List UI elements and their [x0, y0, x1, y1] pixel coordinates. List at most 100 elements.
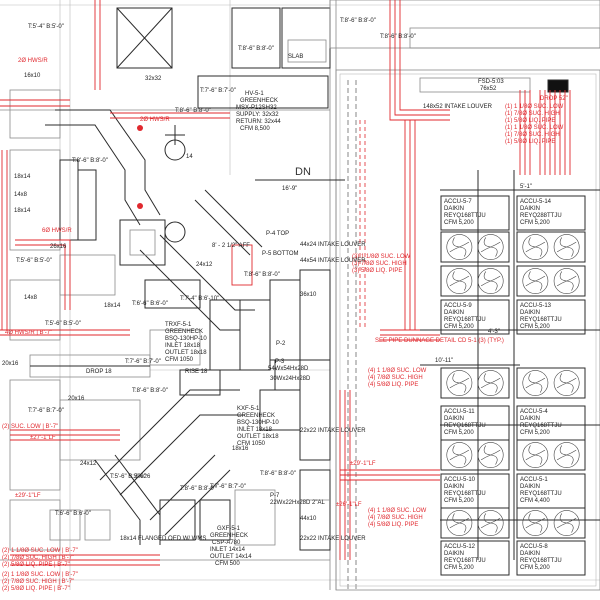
kxf-mfr: GREENHECK	[237, 413, 275, 419]
fan-blade	[556, 522, 567, 529]
fan-icon	[522, 268, 549, 294]
gxf-title: GXF-5-1	[217, 526, 241, 532]
duct-size: 20x16	[2, 361, 19, 367]
accu-unit-id: ACCU-5-7	[444, 199, 472, 205]
kxf-title: KXF-5-1	[237, 406, 260, 412]
accu-fan-housing	[440, 265, 510, 297]
fan-blade	[480, 382, 491, 389]
fan-blade	[525, 280, 536, 287]
suc-4-0: (4) 1 1/8Ø SUC. LOW	[368, 368, 427, 374]
fan-blade	[452, 237, 460, 248]
louver-a: 44x24 INTAKE LOUVER	[300, 242, 366, 248]
accu-fan-housing	[440, 367, 510, 399]
fan-blade	[459, 246, 467, 257]
accu-unit-id: ACCU-5-1	[520, 477, 548, 483]
fan-blade	[535, 382, 543, 393]
duct-tag: T:8'-6" B:8'-0"	[340, 18, 376, 24]
fan-blade	[525, 522, 536, 529]
fan-blade	[490, 522, 498, 533]
trxf-outlet: OUTLET 18x18	[165, 350, 207, 356]
pipe-riser-marker	[137, 125, 143, 131]
accu-unit-model: REYQ168TTJU	[520, 491, 562, 497]
fan-blade	[556, 280, 567, 287]
duct-tag: T:5'-6" B:5'-0"	[16, 258, 52, 264]
slab-label: SLAB	[288, 54, 303, 60]
fan-icon	[446, 268, 473, 294]
fan-blade	[459, 382, 467, 393]
accu-unit-cfm: CFM 5,200	[444, 324, 474, 330]
accu-unit-model: REYQ168TTJU	[444, 213, 486, 219]
suc-left-b2: (2) 5/8Ø LIQ. PIPE | B'-7"	[2, 562, 70, 568]
duct-tag: T:7'-6" B:7'-0"	[210, 484, 246, 490]
accu-fan-housing	[516, 367, 586, 399]
trxf-inlet: INLET 18x18	[165, 343, 201, 349]
fan-blade	[535, 275, 546, 282]
fan-icon	[446, 234, 473, 260]
fan-blade	[449, 280, 460, 287]
duct-size: 24x12	[196, 262, 213, 268]
fan-blade	[556, 246, 567, 253]
accu-unit-brand: DAIKIN	[444, 416, 464, 422]
fan-icon	[446, 370, 473, 396]
fan-blade	[449, 382, 460, 389]
fan-blade	[566, 275, 577, 282]
accu-unit-cfm: CFM 5,200	[520, 220, 550, 226]
accu-unit-model: REYQ168TTJU	[444, 423, 486, 429]
fan-blade	[566, 246, 574, 257]
fan-blade	[566, 517, 577, 524]
suc-1-0: (1) 1 1/8Ø SUC. LOW	[505, 104, 564, 110]
duct-tag: T:8'-6" B:8'-0"	[244, 272, 280, 278]
accu-unit-id: ACCU-5-11	[444, 409, 475, 415]
accu-unit-id: ACCU-5-14	[520, 199, 552, 205]
fan-blade	[559, 445, 567, 456]
elev-c: ±29'-1"LF	[350, 461, 376, 467]
fan-blade	[535, 377, 546, 384]
duct-tag: T:8'-6" B:8'-0"	[175, 108, 211, 114]
intake-louver-top: 148x52 INTAKE LOUVER	[423, 104, 493, 110]
fsd-tag: FSD-5:03	[478, 79, 504, 85]
fan-blade	[490, 241, 501, 248]
fan-blade	[483, 513, 491, 524]
accu-unit-model: REYQ168TTJU	[520, 317, 562, 323]
accu-unit-model: REYQ288TTJU	[520, 213, 562, 219]
duct-tag: T:6'-6" B:6'-0"	[132, 301, 168, 307]
duct-tag: T:6'-6" B:6'-0"	[55, 511, 91, 517]
accu-unit-model: REYQ168TTJU	[444, 491, 486, 497]
duct-elevation-tags: T:5'-4" B:5'-0" T:8'-6" B:8'-0" T:8'-6" …	[16, 18, 416, 517]
p7-size: 22Wx22Hx28D 2"AL	[270, 500, 325, 506]
suc-1-2: (1) 5/8Ø LIQ. PIPE	[505, 118, 555, 124]
fan-blade	[559, 271, 567, 282]
fan-blade	[480, 522, 491, 529]
hws-label-top: 2Ø HWS/R	[18, 58, 48, 64]
duct-size: 44x10	[300, 516, 317, 522]
fan-icon	[522, 510, 549, 536]
fan-blade	[528, 445, 536, 456]
duct-size-tags: 18x14 16x10 18x14 14x8 20x16 20x16 18x14…	[2, 73, 317, 522]
dim-4-3: 4'-3"	[488, 329, 500, 335]
fan-icon	[522, 442, 549, 468]
pipe-note: SEE PIPE DUNNAGE DETAIL CD 5-1 (3) (TYP.…	[375, 338, 504, 344]
elev-d: ±26'-1"LF	[336, 502, 362, 508]
gxf-inlet: INLET 14x14	[210, 547, 246, 553]
duct-tag: T:8'-6" B:8'-0"	[180, 486, 216, 492]
p5-bottom: P-5 BOTTOM	[262, 251, 299, 257]
accu-unit-brand: DAIKIN	[444, 310, 464, 316]
accu-unit-brand: DAIKIN	[520, 310, 540, 316]
fan-blade	[566, 454, 574, 465]
fan-blade	[452, 513, 460, 524]
rise18-label: RISE 18	[185, 369, 208, 375]
accu-unit-id: ACCU-5-10	[444, 477, 476, 483]
accu-unit-model: REYQ168TTJU	[444, 317, 486, 323]
fan-blade	[535, 522, 543, 533]
fan-blade	[535, 517, 546, 524]
fan-blade	[535, 454, 543, 465]
accu-unit-id: ACCU-5-12	[444, 544, 476, 550]
fan-blade	[480, 454, 491, 461]
fan-icon	[553, 234, 580, 260]
fan-blade	[490, 377, 501, 384]
elev-b: ±29'-1"LF	[15, 493, 41, 499]
accu-unit-cfm: CFM 5,200	[520, 324, 550, 330]
duct-size: 36x10	[300, 292, 317, 298]
hv-cfm: CFM 8,500	[240, 126, 270, 132]
accu-unit-model: REYQ168TTJU	[444, 558, 486, 564]
